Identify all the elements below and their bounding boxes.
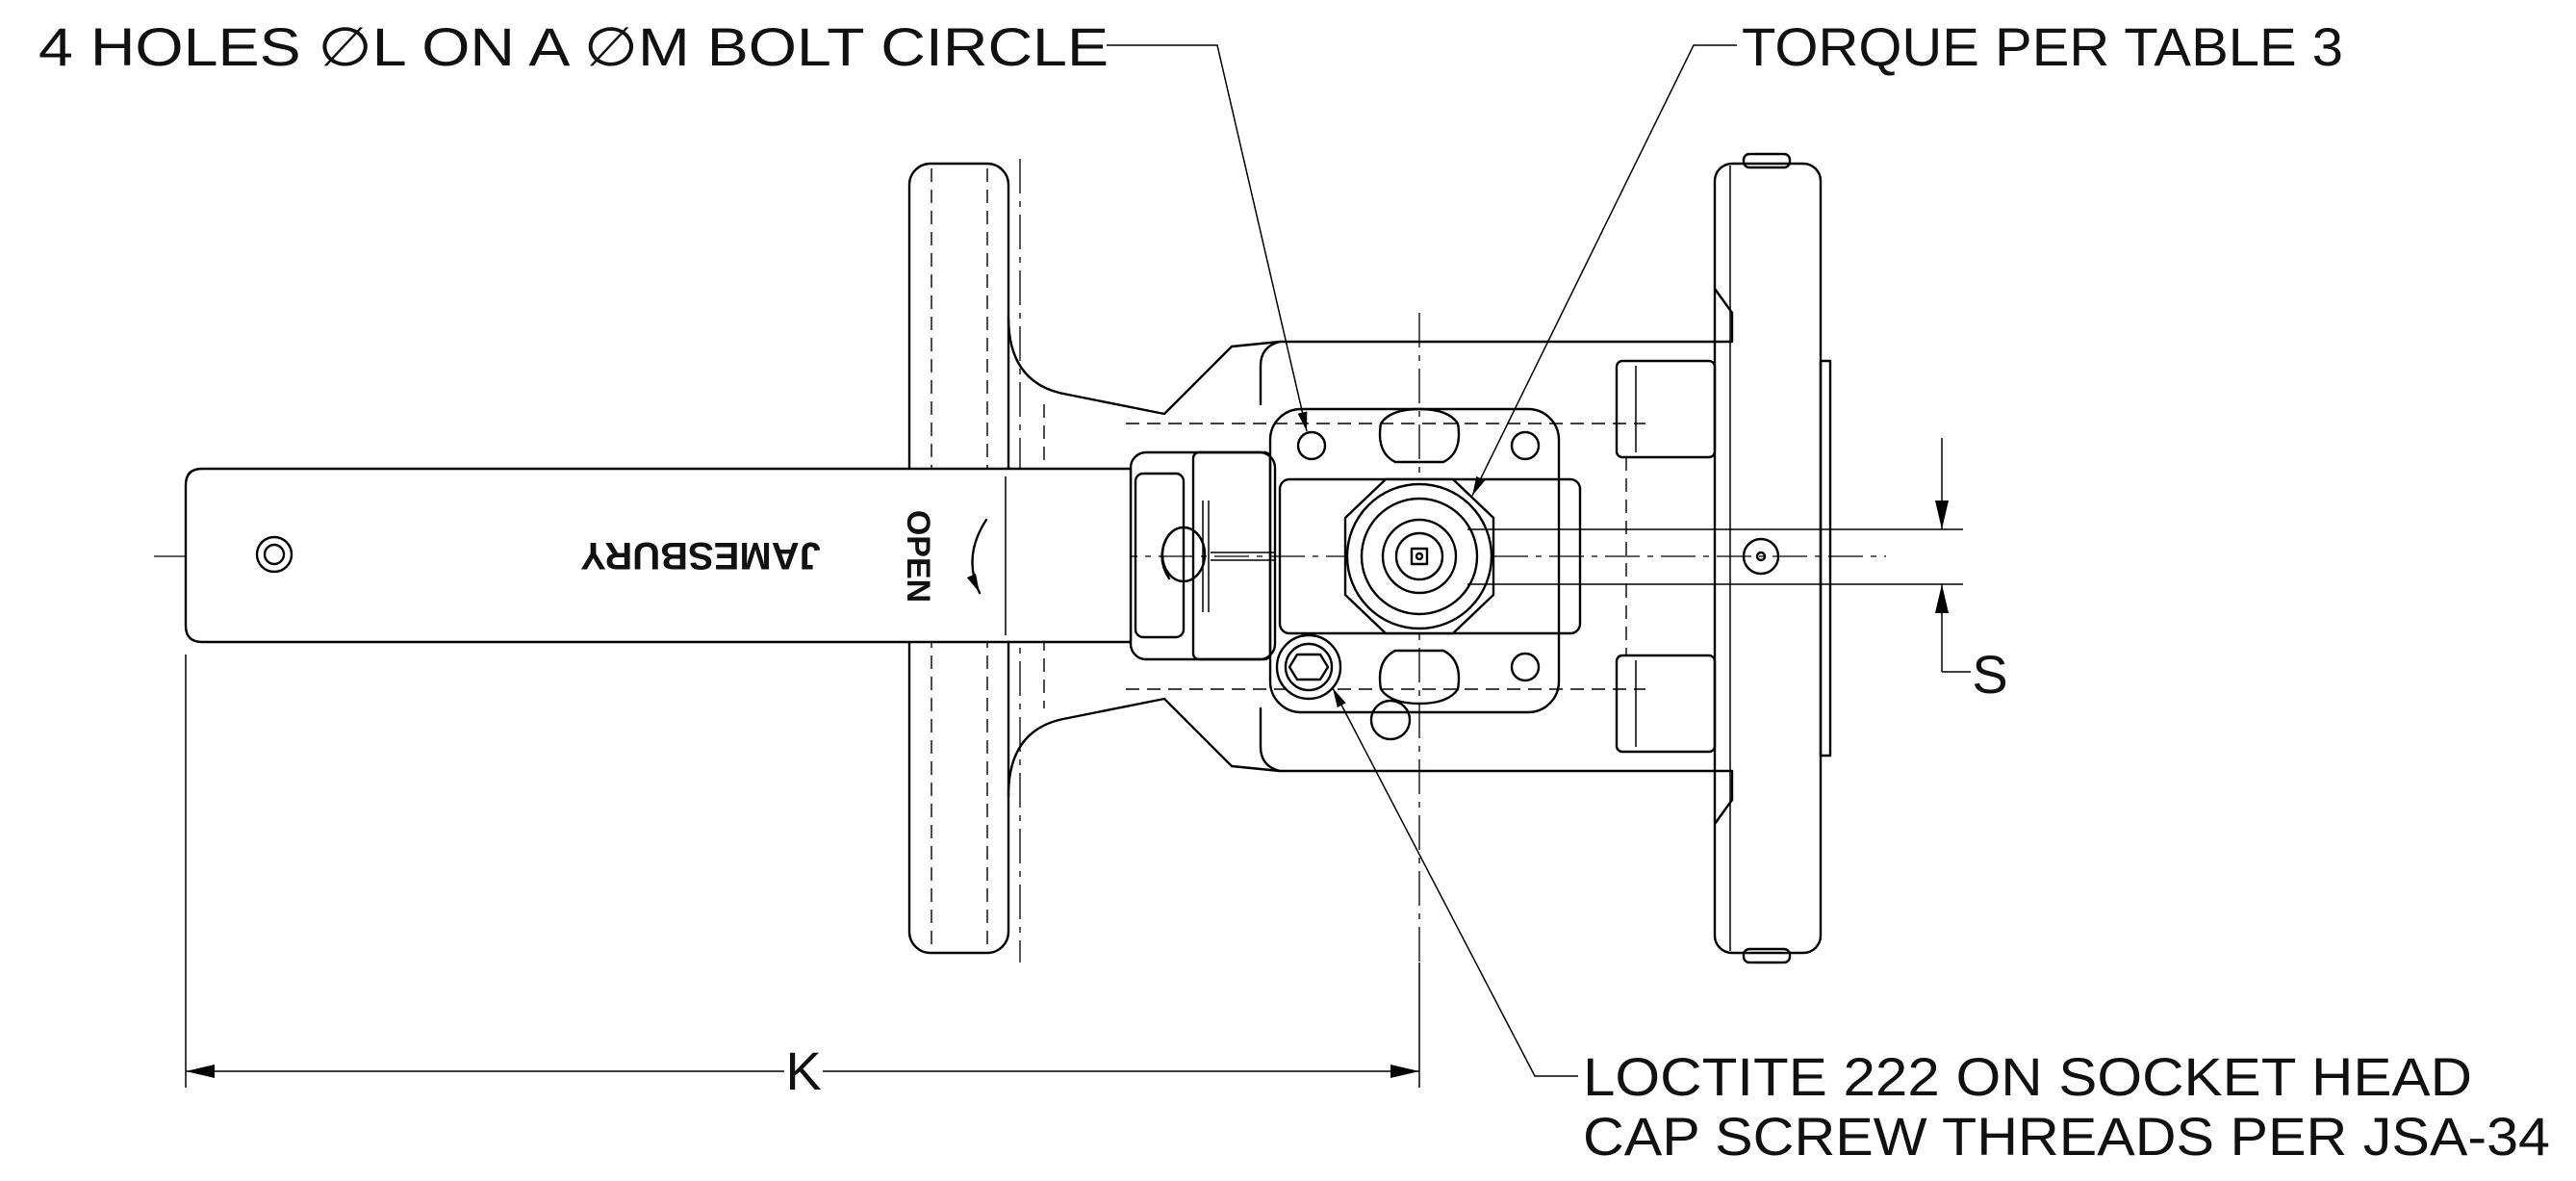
- dimension-s: [1467, 438, 1971, 673]
- open-rotation-arrow: [966, 518, 988, 595]
- right-flange: [1713, 152, 1832, 964]
- stem-gland: [1278, 477, 1582, 635]
- loctite-note-line1: LOCTITE 222 ON SOCKET HEAD: [1583, 1046, 2472, 1107]
- holes-note: 4 HOLES ∅L ON A ∅M BOLT CIRCLE: [38, 16, 1109, 77]
- dimension-k: [185, 655, 1420, 1088]
- brand-label: JAMESBURY: [580, 534, 821, 577]
- handle-clamp: [1129, 450, 1277, 661]
- dimension-s-label: S: [1972, 644, 2007, 705]
- socket-head-cap-screw: [1275, 633, 1342, 701]
- dimension-k-label: K: [785, 1040, 821, 1101]
- leader-lines: [1107, 44, 1737, 1077]
- handle: [184, 467, 1133, 644]
- valve-body: [1007, 287, 1734, 826]
- loctite-note-line2: CAP SCREW THREADS PER JSA-34: [1583, 1106, 2550, 1167]
- open-label: OPEN: [900, 510, 936, 603]
- torque-note: TORQUE PER TABLE 3: [1742, 16, 2343, 77]
